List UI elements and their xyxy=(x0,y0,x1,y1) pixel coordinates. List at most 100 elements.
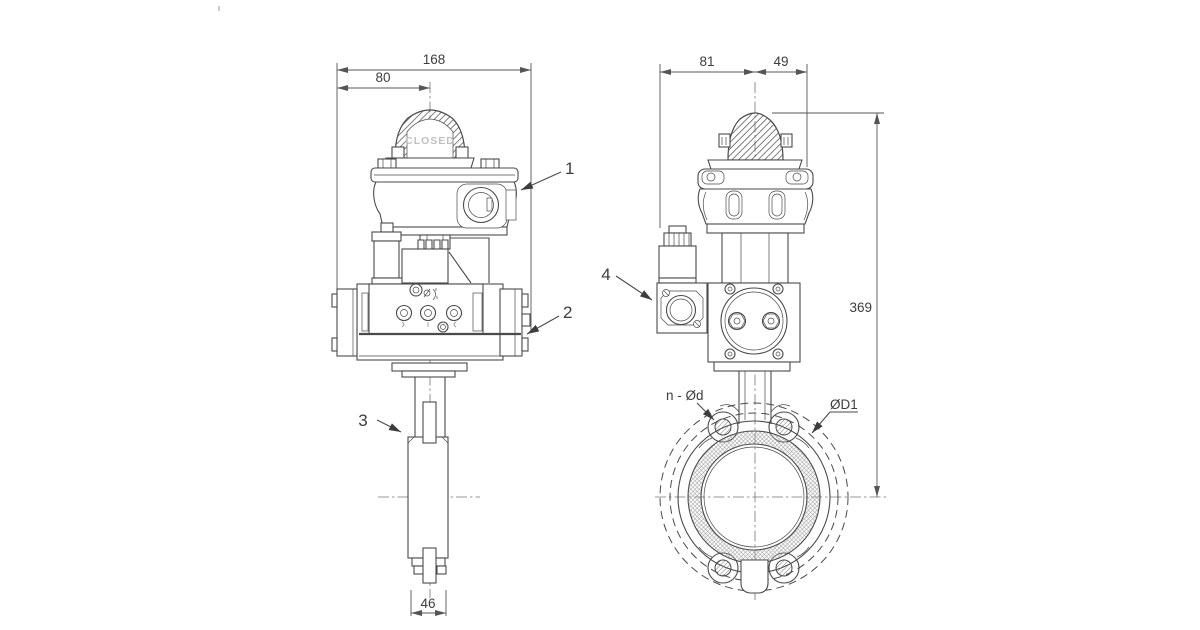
callout-4-label: 4 xyxy=(601,265,610,284)
mounting-flange xyxy=(391,362,468,372)
dome-lug-right xyxy=(455,146,469,159)
bolt-hole-br xyxy=(775,559,793,577)
valve-neck xyxy=(738,371,772,424)
lid-screw-left xyxy=(377,158,397,169)
hex-bolt-right xyxy=(761,311,781,331)
pneumatic-actuator-front xyxy=(331,283,531,361)
bottom-stem-boss xyxy=(740,559,769,594)
bolt-holes-callout: n - Ød xyxy=(666,388,715,421)
solenoid-valve-side xyxy=(656,225,708,334)
side-view: 81 49 369 xyxy=(601,54,886,600)
face-bracket-right xyxy=(472,292,483,332)
port-symbol-marks xyxy=(423,288,438,301)
solenoid-cap xyxy=(371,231,402,242)
callout-2-leader xyxy=(526,315,560,335)
mounting-pad xyxy=(401,370,456,378)
bolt-hole-tr xyxy=(775,418,793,436)
bolt-hole-tl xyxy=(714,418,732,436)
solenoid-valve-front xyxy=(371,222,403,285)
limit-switch-box-front xyxy=(370,158,519,236)
solenoid-base-side xyxy=(658,277,697,284)
conduit-key-slot xyxy=(486,197,493,212)
air-manifold-front xyxy=(401,234,490,284)
bolt-holes-label: n - Ød xyxy=(666,388,704,403)
port-number-marks xyxy=(401,321,457,328)
callout-3: 3 xyxy=(358,411,402,433)
dim-depth-right-value: 49 xyxy=(773,54,788,69)
position-indicator-dome: CLOSED xyxy=(385,109,475,169)
actuator-flange-side xyxy=(713,361,791,372)
dim-overall-width: 168 xyxy=(336,52,532,332)
dim-total-height-value: 369 xyxy=(849,300,872,315)
end-cap-left-tab-bottom xyxy=(331,337,338,352)
solenoid-coil xyxy=(373,240,400,279)
seat-ring xyxy=(687,430,821,564)
outer-diameter-leader xyxy=(811,411,831,434)
valve-body-profile xyxy=(407,436,449,559)
end-cap-right xyxy=(499,288,523,357)
bottom-step-right xyxy=(436,565,447,575)
lug-fillets xyxy=(698,404,810,558)
dim-depth-left: 81 xyxy=(659,54,755,228)
front-view: 168 80 CLOSED xyxy=(331,52,574,616)
callout-1: 1 xyxy=(520,159,574,191)
stem-upper xyxy=(422,401,437,444)
dim-depth-left-value: 81 xyxy=(699,54,714,69)
outer-diameter-label: ØD1 xyxy=(830,397,858,412)
end-cap-left-tab-top xyxy=(331,293,338,308)
dome-lug-left-side xyxy=(718,133,731,148)
dim-overall-width-value: 168 xyxy=(423,52,446,67)
stem-lower xyxy=(422,547,437,584)
callout-2-label: 2 xyxy=(563,303,572,322)
callout-3-leader xyxy=(376,419,402,433)
dim-depth-right: 49 xyxy=(755,54,808,167)
end-cap-left xyxy=(336,288,358,357)
callout-1-label: 1 xyxy=(565,159,574,178)
dome-lug-right-side xyxy=(780,133,793,148)
support-bracket xyxy=(448,237,490,284)
indicator-closed-label: CLOSED xyxy=(405,135,455,147)
bolt-hole-bl xyxy=(714,559,732,577)
dome-lug-left xyxy=(391,146,405,159)
callout-1-leader xyxy=(520,171,562,191)
solenoid-nub xyxy=(380,222,394,233)
dome-shell-side xyxy=(727,112,784,161)
lid-screw-right xyxy=(480,158,500,169)
solenoid-coil-side xyxy=(658,245,697,279)
dim-total-height: 369 xyxy=(772,112,884,497)
face-bracket-left xyxy=(361,292,369,332)
end-cap-right-tab-top xyxy=(521,293,529,308)
position-indicator-dome-side xyxy=(707,112,803,170)
stem-housing xyxy=(414,377,446,437)
bore-circle xyxy=(703,446,805,548)
box-side-tab xyxy=(505,189,517,221)
valve-body-front xyxy=(391,362,468,584)
box-bottom-plate-side xyxy=(706,223,805,234)
mounting-column xyxy=(721,232,789,284)
dim-switchbox-width-value: 80 xyxy=(375,70,390,85)
travel-stop-screw xyxy=(521,313,531,327)
dome-base xyxy=(385,157,475,169)
solenoid-ribbed-cap xyxy=(663,232,692,247)
indicator-window xyxy=(406,118,454,159)
solenoid-base xyxy=(371,277,403,285)
callout-4: 4 xyxy=(601,265,653,301)
limit-switch-box-side xyxy=(697,168,814,284)
dim-switchbox-width: 80 xyxy=(337,70,430,91)
dome-base-side xyxy=(707,159,803,170)
manifold-block xyxy=(401,248,449,284)
callout-4-leader xyxy=(615,275,653,301)
bolt-holes-leader xyxy=(696,402,715,421)
end-cap-right-tab-bottom xyxy=(521,337,529,352)
dim-valve-body-width-value: 46 xyxy=(420,596,435,611)
hex-bolt-left xyxy=(727,311,747,331)
butterfly-valve-face xyxy=(659,402,849,594)
solenoid-connector xyxy=(668,225,687,234)
callout-3-label: 3 xyxy=(358,411,367,430)
outer-diameter-callout: ØD1 xyxy=(811,397,858,434)
actuator-end-view xyxy=(707,282,801,424)
callout-2: 2 xyxy=(526,303,572,335)
dim-valve-body-width: 46 xyxy=(410,590,447,616)
